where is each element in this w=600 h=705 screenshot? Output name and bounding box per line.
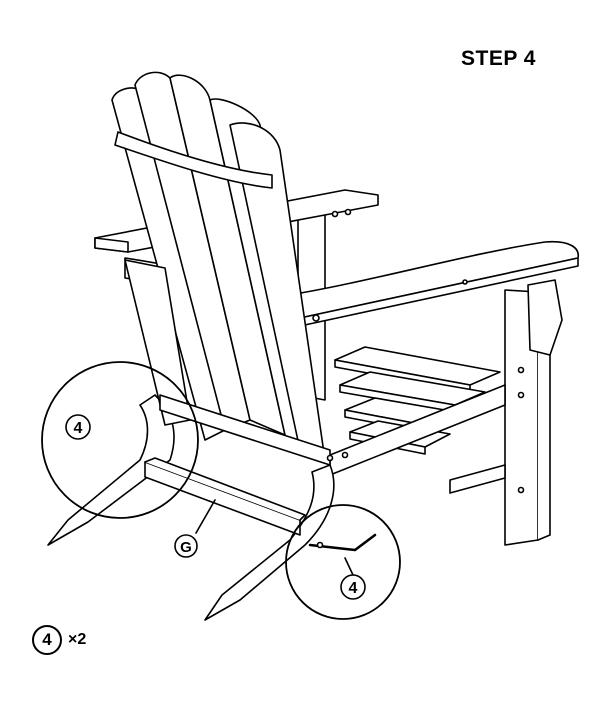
step-title: STEP 4	[461, 47, 536, 70]
hex-key-and-screw-icon	[308, 533, 377, 576]
detail-circle-left	[41, 361, 199, 519]
quantity-legend: 4 ×2	[32, 624, 86, 656]
lower-rail	[449, 464, 506, 494]
callout-crossbar-label: G	[180, 539, 192, 556]
part-number-badge: 4	[32, 625, 62, 655]
callout-left-label: 4	[74, 420, 83, 437]
right-arm-bracket	[527, 279, 563, 356]
quantity-count: ×2	[68, 631, 87, 648]
top-brace	[114, 131, 273, 189]
callout-right-label: 4	[349, 580, 358, 597]
detail-circle-right	[285, 504, 401, 620]
crossbar-g	[144, 461, 301, 536]
right-runner	[204, 464, 335, 621]
crossbar-callout	[174, 499, 216, 558]
right-armrest	[269, 240, 579, 327]
seat-rail	[159, 394, 331, 466]
